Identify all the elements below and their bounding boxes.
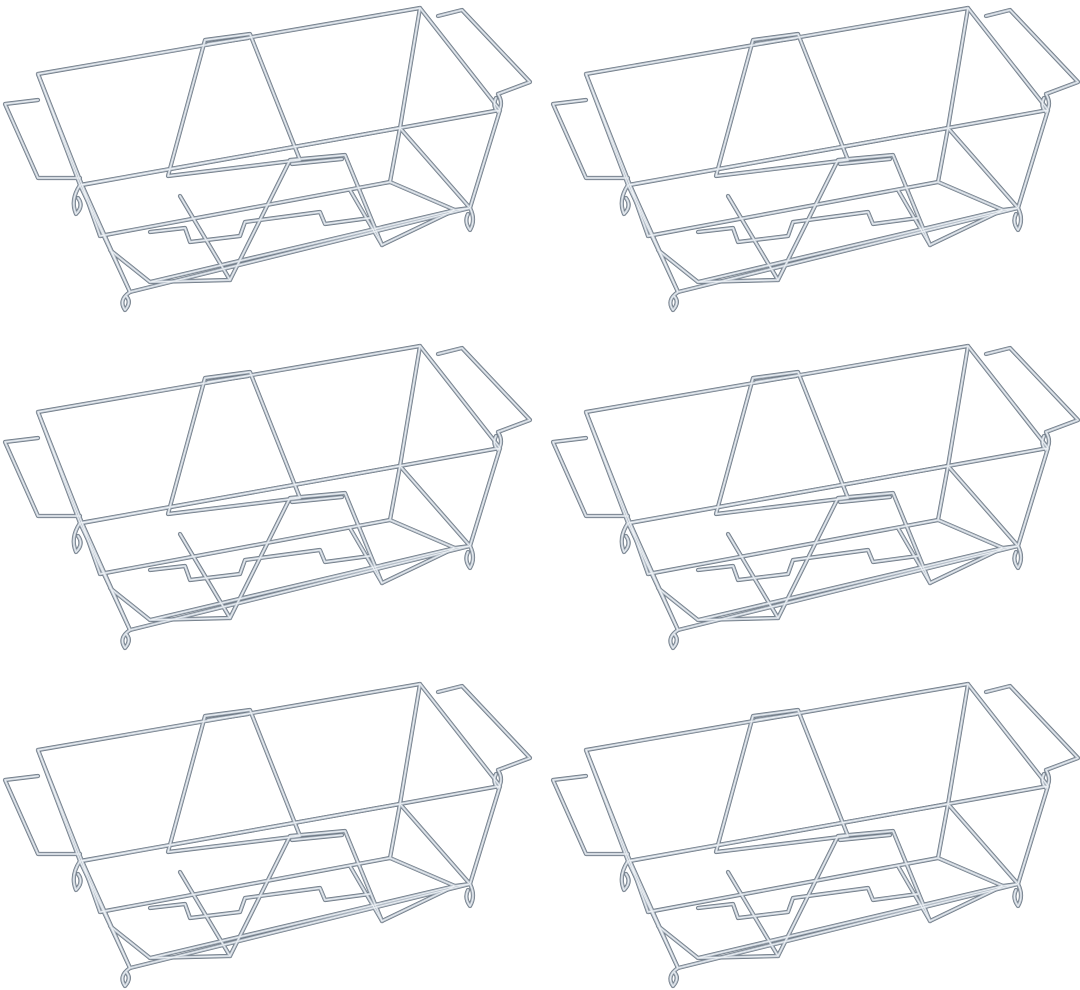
- rack-3: [5, 346, 530, 648]
- rack-5: [5, 684, 530, 986]
- rack-1: [5, 8, 530, 310]
- rack-6: [553, 684, 1078, 986]
- rack-4: [553, 346, 1078, 648]
- rack-2: [553, 8, 1078, 310]
